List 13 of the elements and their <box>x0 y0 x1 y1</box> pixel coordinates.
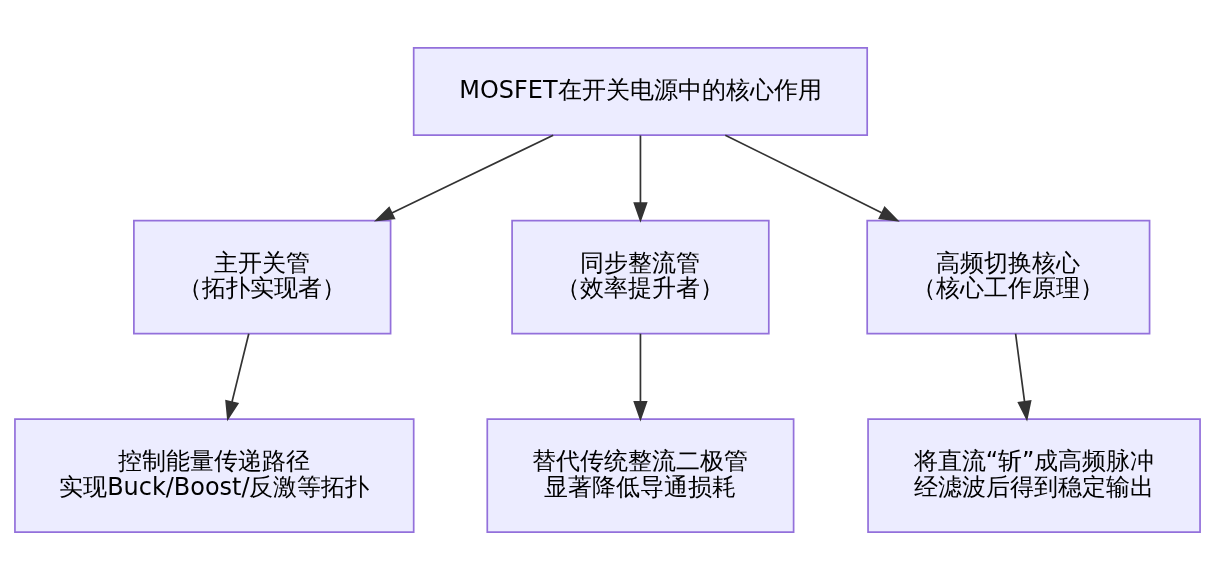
node-box: 控制能量传递路径 实现Buck/Boost/反激等拓扑 <box>14 417 415 533</box>
arrow <box>633 134 648 223</box>
arrow <box>724 133 900 222</box>
node-box: 高频切换核心 （核心工作原理） <box>866 219 1151 334</box>
node-box: 同步整流管 （效率提升者） <box>511 219 770 334</box>
arrow <box>373 133 555 222</box>
arrow <box>633 332 648 421</box>
arrow <box>1014 332 1032 421</box>
arrow <box>225 332 250 421</box>
node-box: 主开关管 （拓扑实现者） <box>133 219 392 334</box>
node-box: MOSFET在开关电源中的核心作用 <box>412 46 869 136</box>
node-box: 将直流“斩”成高频脉冲 经滤波后得到稳定输出 <box>867 417 1201 533</box>
node-box: 替代传统整流二极管 显著降低导通损耗 <box>486 417 795 533</box>
